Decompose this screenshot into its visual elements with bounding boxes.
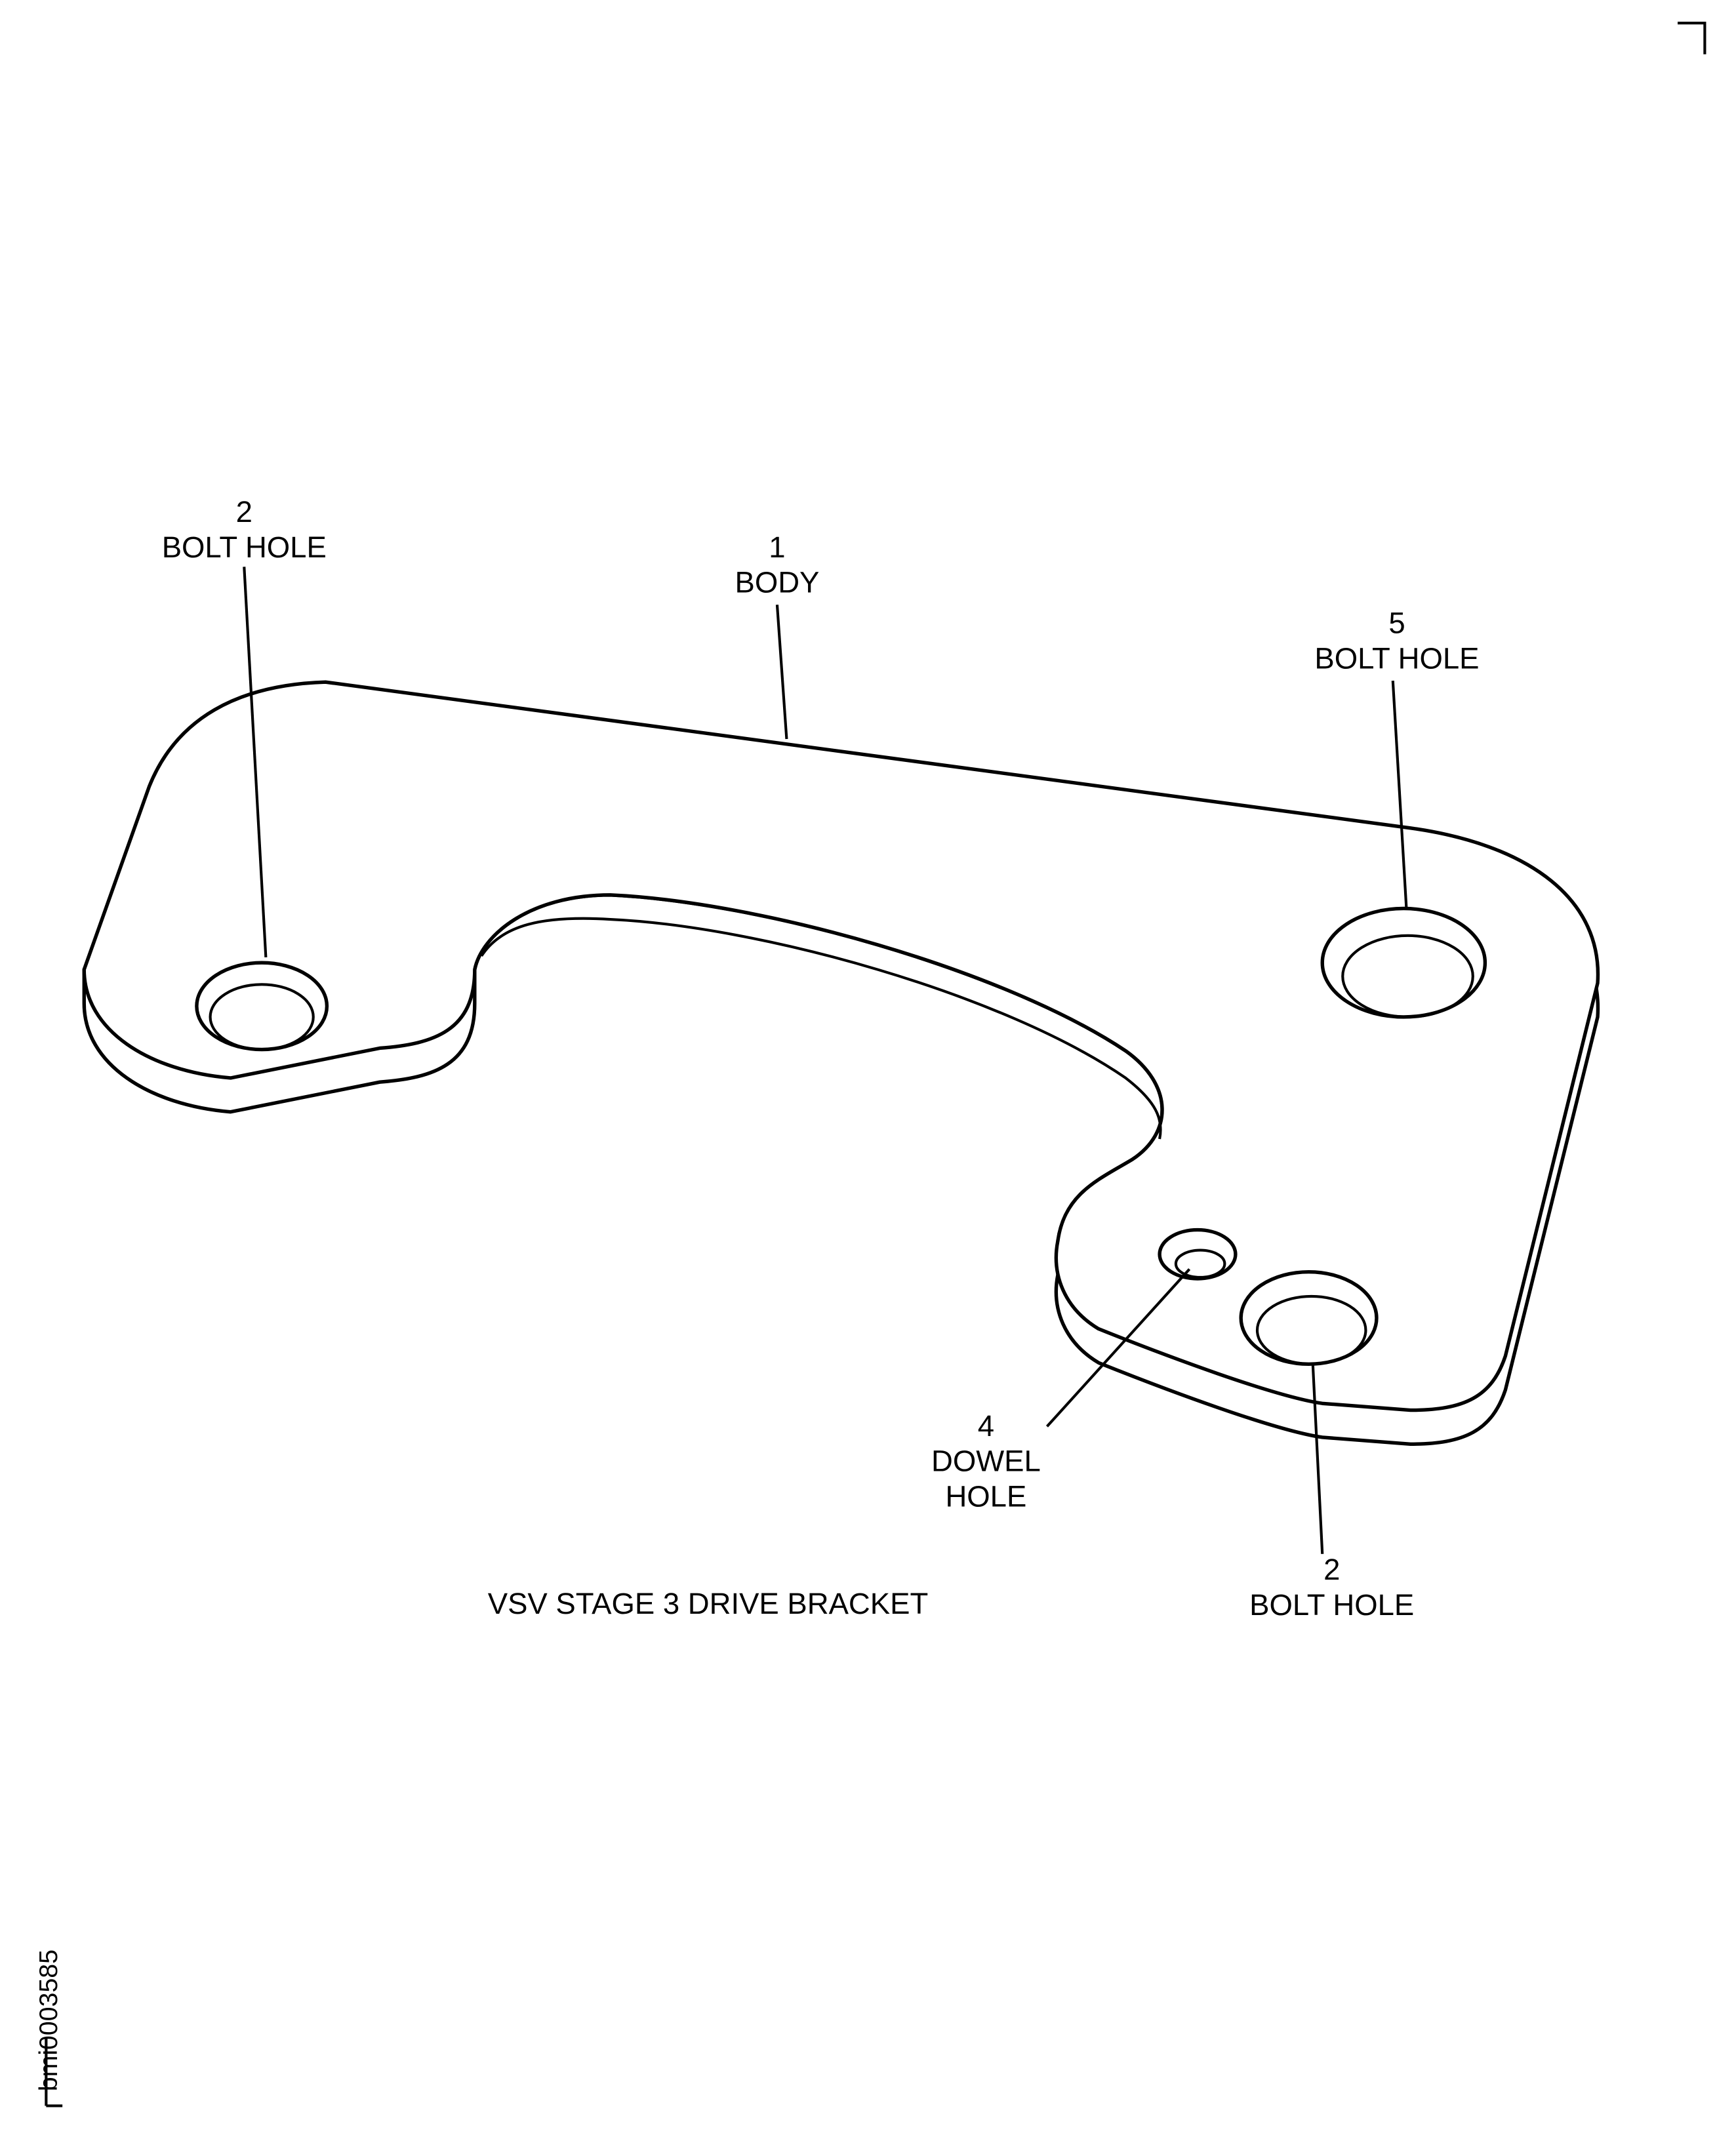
callout-bolt-hole-right: 5 BOLT HOLE	[1314, 607, 1479, 675]
corner-mark	[1678, 22, 1706, 54]
bracket-body	[82, 680, 1600, 1446]
callout-label: DOWEL	[931, 1445, 1041, 1478]
bracket-top-face	[82, 680, 1600, 1412]
callout-label: HOLE	[945, 1479, 1026, 1513]
bolt-hole-right	[1320, 906, 1487, 1019]
callout-number: 2	[1323, 1553, 1340, 1586]
callout-label: BODY	[735, 566, 819, 599]
callout-bolt-hole-left: 2 BOLT HOLE	[162, 495, 327, 564]
callout-label: BOLT HOLE	[162, 530, 327, 564]
callout-number: 5	[1388, 607, 1405, 640]
figure-id: bmi0003585	[34, 1949, 63, 2107]
cutout-wall	[480, 917, 1162, 1140]
callout-body: 1 BODY	[735, 530, 819, 599]
bolt-hole-left	[195, 961, 329, 1052]
figure-id-text: bmi0003585	[34, 1949, 63, 2091]
callout-number: 2	[236, 495, 252, 529]
bolt-hole-bottom	[1239, 1269, 1379, 1366]
drawing-title: VSV STAGE 3 DRIVE BRACKET	[488, 1587, 928, 1620]
callout-number: 4	[978, 1409, 994, 1443]
dowel-hole	[1158, 1228, 1238, 1281]
callout-bolt-hole-bottom: 2 BOLT HOLE	[1249, 1553, 1414, 1622]
callout-number: 1	[769, 530, 785, 564]
callout-label: BOLT HOLE	[1249, 1588, 1414, 1622]
callout-label: BOLT HOLE	[1314, 641, 1479, 675]
leader-lines	[243, 567, 1408, 1554]
callout-dowel-hole: 4 DOWEL HOLE	[931, 1409, 1041, 1513]
